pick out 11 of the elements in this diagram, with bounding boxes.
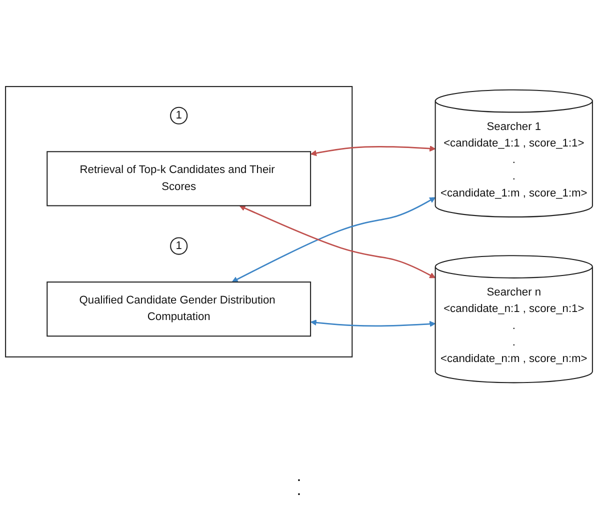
node-box: Retrieval of Top-k Candidates and Their Scores — [46, 152, 312, 207]
cluster — [5, 86, 353, 358]
arrow — [239, 206, 436, 279]
ellipsis-dot: . — [296, 470, 302, 484]
node-circle: 1 — [170, 238, 188, 256]
arrow — [232, 198, 436, 283]
ellipsis-dot: . — [296, 484, 302, 498]
node-circle: 1 — [170, 107, 188, 125]
arrow — [310, 320, 436, 328]
node-box: Qualified Candidate Gender Distribution Computation — [46, 282, 312, 338]
arrow — [310, 146, 436, 157]
